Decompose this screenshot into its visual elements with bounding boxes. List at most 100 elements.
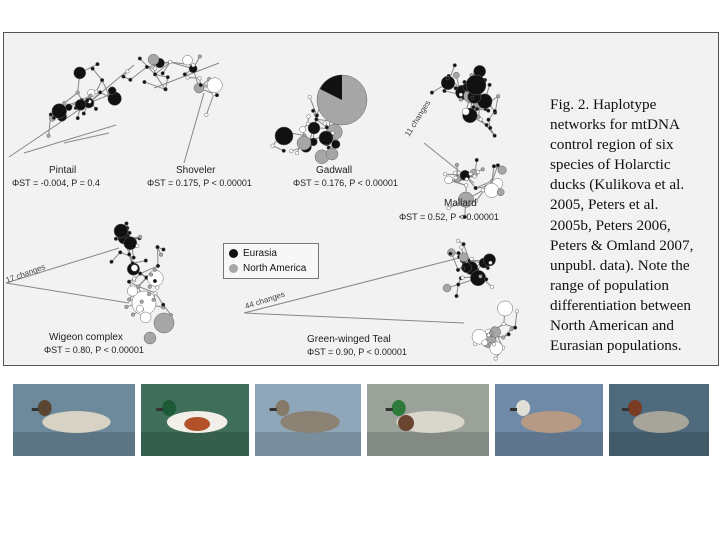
haplotype-node bbox=[453, 175, 458, 180]
haplotype-node bbox=[307, 94, 312, 99]
haplotype-node bbox=[501, 321, 506, 326]
network-edge bbox=[63, 132, 110, 144]
haplotype-node bbox=[486, 108, 491, 113]
label-teal: Green-winged Teal bbox=[307, 334, 391, 345]
haplotype-node bbox=[198, 83, 203, 88]
legend: Eurasia North America bbox=[223, 243, 319, 279]
caption-line: North American and bbox=[550, 317, 674, 335]
label-wigeon: Wigeon complex bbox=[49, 332, 123, 343]
haplotype-node bbox=[143, 258, 148, 263]
haplotype-node bbox=[161, 302, 166, 307]
haplotype-node bbox=[307, 121, 321, 135]
haplotype-node bbox=[281, 148, 286, 153]
stat-pintail: ΦST = -0.004, P = 0.4 bbox=[12, 178, 100, 188]
caption-line: ducks (Kulikova et al. bbox=[550, 176, 685, 194]
haplotype-node bbox=[155, 285, 160, 290]
network-edge bbox=[183, 92, 205, 164]
duck-photo-strip bbox=[13, 384, 709, 456]
caption-line: Fig. 2. Haplotype bbox=[550, 96, 657, 113]
stat-mallard: ΦST = 0.52, P < 0.00001 bbox=[399, 212, 499, 222]
network-edge bbox=[111, 251, 121, 263]
haplotype-node bbox=[46, 133, 51, 138]
haplotype-node bbox=[206, 77, 223, 94]
haplotype-node bbox=[296, 135, 312, 151]
haplotype-node bbox=[474, 106, 480, 111]
network-edge bbox=[475, 180, 493, 189]
network-edge bbox=[92, 68, 103, 81]
haplotype-node bbox=[197, 54, 202, 59]
haplotype-node bbox=[489, 341, 504, 355]
haplotype-node bbox=[487, 82, 492, 87]
haplotype-node bbox=[128, 77, 133, 82]
haplotype-node bbox=[453, 86, 458, 91]
network-edge bbox=[162, 61, 171, 74]
haplotype-node bbox=[460, 275, 465, 280]
haplotype-node bbox=[147, 284, 152, 289]
haplotype-node bbox=[165, 75, 170, 80]
haplotype-node bbox=[73, 66, 87, 80]
haplotype-node bbox=[318, 130, 334, 146]
haplotype-node bbox=[454, 162, 459, 167]
haplotype-node bbox=[130, 261, 135, 266]
network-edge bbox=[480, 119, 496, 137]
haplotype-node bbox=[478, 274, 483, 279]
haplotype-node bbox=[492, 109, 497, 114]
haplotype-node bbox=[75, 116, 80, 121]
haplotype-node bbox=[322, 121, 327, 126]
haplotype-node bbox=[440, 75, 456, 90]
haplotype-node bbox=[74, 99, 87, 111]
haplotype-node bbox=[127, 285, 138, 297]
haplotype-node bbox=[132, 276, 137, 281]
haplotype-node bbox=[473, 186, 478, 191]
haplotype-node bbox=[454, 293, 459, 299]
haplotype-node bbox=[475, 169, 481, 174]
network-edge bbox=[272, 145, 284, 152]
duck-illustration bbox=[367, 384, 489, 456]
haplotype-node bbox=[185, 75, 190, 80]
duck-illustration bbox=[609, 384, 709, 456]
haplotype-node bbox=[135, 243, 140, 248]
haplotype-node bbox=[473, 199, 478, 204]
haplotype-node bbox=[191, 63, 196, 68]
haplotype-node bbox=[464, 183, 469, 188]
haplotype-node bbox=[270, 143, 275, 148]
network-edge bbox=[144, 81, 166, 90]
haplotype-node bbox=[138, 234, 143, 239]
haplotype-node bbox=[453, 170, 458, 175]
haplotype-node bbox=[182, 55, 193, 66]
duck-illustration bbox=[141, 384, 249, 456]
haplotype-node bbox=[289, 149, 294, 154]
haplotype-node bbox=[483, 253, 496, 267]
duck-illustration bbox=[255, 384, 361, 456]
haplotype-node bbox=[93, 106, 99, 111]
haplotype-node bbox=[143, 331, 157, 345]
legend-label-eurasia: Eurasia bbox=[243, 248, 277, 259]
haplotype-node bbox=[151, 297, 156, 302]
haplotype-node bbox=[461, 266, 466, 271]
haplotype-node bbox=[488, 260, 493, 265]
haplotype-node bbox=[299, 126, 307, 133]
haplotype-node bbox=[153, 312, 175, 334]
haplotype-node bbox=[161, 247, 166, 252]
network-edge bbox=[243, 312, 465, 324]
legend-item-eurasia: Eurasia bbox=[229, 246, 313, 261]
haplotype-node bbox=[124, 304, 129, 310]
change-label-mallard: 11 changes bbox=[403, 99, 432, 138]
haplotype-node bbox=[127, 297, 132, 302]
haplotype-node bbox=[484, 183, 500, 198]
haplotype-node bbox=[113, 223, 129, 239]
network-edge bbox=[309, 96, 318, 116]
haplotype-node bbox=[491, 342, 496, 347]
haplotype-node bbox=[470, 269, 487, 287]
haplotype-node bbox=[458, 191, 474, 208]
haplotype-node bbox=[455, 238, 461, 243]
haplotype-node bbox=[489, 284, 494, 289]
stat-wigeon: ΦST = 0.80, P < 0.00001 bbox=[44, 345, 144, 355]
haplotype-node bbox=[478, 117, 483, 122]
label-mallard: Mallard bbox=[444, 198, 477, 209]
haplotype-node bbox=[472, 174, 477, 179]
haplotype-node bbox=[158, 252, 164, 257]
haplotype-node bbox=[146, 291, 152, 297]
haplotype-node bbox=[295, 151, 300, 156]
